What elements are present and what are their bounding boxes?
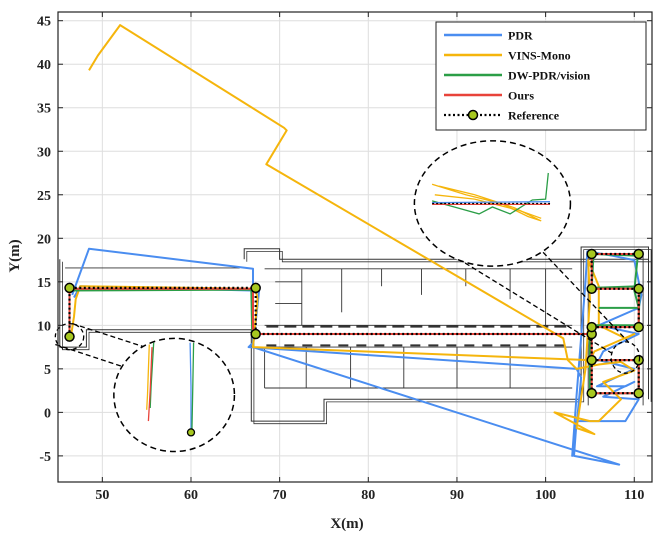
x-tick-label: 100: [535, 488, 556, 503]
inset-source-circle: [610, 341, 641, 374]
legend-label: VINS-Mono: [508, 49, 571, 63]
inset-trajectory: [431, 183, 542, 222]
reference-marker: [64, 331, 75, 342]
x-tick-label: 110: [624, 488, 644, 503]
reference-marker: [586, 321, 597, 333]
reference-marker: [633, 354, 644, 366]
inset-trajectory: [431, 172, 549, 215]
x-tick-label: 70: [273, 488, 287, 503]
reference-marker: [586, 248, 597, 260]
legend-label: DW-PDR/vision: [508, 69, 591, 83]
trajectory-series: [64, 24, 644, 466]
reference-marker: [633, 321, 644, 333]
x-axis-label: X(m): [330, 516, 363, 532]
reference-marker: [250, 282, 261, 294]
inset-trajectory: [146, 344, 150, 410]
inset-circle: [113, 337, 236, 453]
reference-marker: [586, 354, 597, 366]
x-tick-label: 50: [95, 488, 109, 503]
y-tick-label: 20: [37, 232, 51, 247]
inset-trajectory: [191, 342, 195, 432]
reference-marker: [586, 387, 597, 399]
building-outline-inner: [62, 249, 652, 425]
inset-trajectory: [189, 342, 192, 432]
inset-trajectory: [147, 347, 153, 422]
y-tick-label: 10: [37, 319, 51, 334]
y-tick-label: 25: [37, 189, 51, 204]
y-tick-label: 35: [37, 102, 51, 117]
legend-label: Reference: [508, 109, 560, 123]
x-tick-label: 90: [450, 488, 464, 503]
y-tick-label: 45: [37, 15, 51, 30]
inset-connector: [542, 251, 629, 343]
inset-trajectory: [432, 201, 551, 204]
reference-marker: [64, 282, 75, 294]
reference-marker: [633, 283, 644, 295]
legend-marker-reference: [467, 109, 479, 121]
inset-trajectory: [149, 342, 155, 409]
inset-reference-marker: [186, 428, 196, 437]
x-tick-label: 60: [184, 488, 198, 503]
plot-frame: [57, 11, 653, 483]
y-tick-label: 30: [37, 145, 51, 160]
reference-marker: [586, 283, 597, 295]
axes: 50 60 70 80 90 100 110 -5 0 5 10 15 20 25 30 35 40 45: [37, 11, 653, 503]
reference-marker: [250, 328, 261, 340]
zoom-insets: [54, 140, 641, 453]
y-tick-label: -5: [39, 450, 51, 465]
series-line-vins-mono: [68, 24, 636, 436]
reference-marker: [633, 248, 644, 260]
series-line-pdr: [71, 247, 643, 466]
legend-label: Ours: [508, 89, 534, 103]
inset-connector: [55, 343, 124, 368]
y-tick-label: 40: [37, 58, 51, 73]
reference-marker: [633, 387, 644, 399]
y-axis-label: Y(m): [7, 239, 23, 272]
inset-connector: [464, 262, 612, 354]
legend-label: PDR: [508, 29, 533, 43]
y-tick-label: 15: [37, 276, 51, 291]
inset-source-circle: [54, 322, 85, 351]
x-tick-label: 80: [361, 488, 375, 503]
y-tick-label: 5: [44, 363, 51, 378]
y-tick-label: 0: [44, 406, 51, 421]
